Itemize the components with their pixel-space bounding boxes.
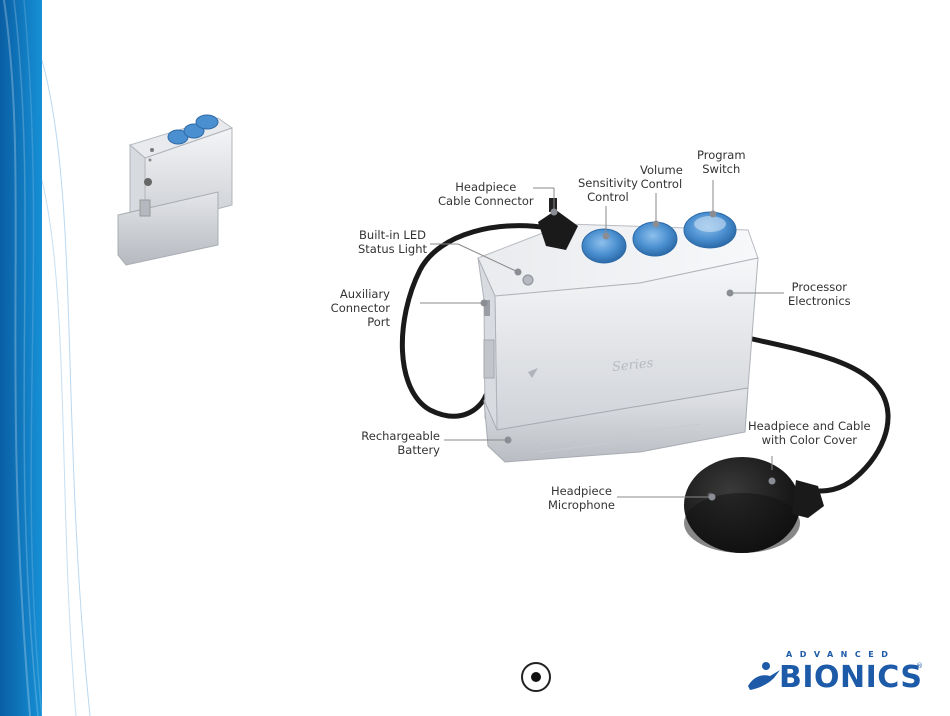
callout-headpiece-cable-cover: Headpiece and Cable with Color Cover (748, 419, 871, 447)
logo-main-text: BIONICS (779, 660, 922, 695)
callout-processor-electronics: Processor Electronics (788, 280, 851, 308)
callout-sensitivity-control: Sensitivity Control (578, 176, 638, 204)
callout-program-switch: Program Switch (697, 148, 746, 176)
callout-headpiece-microphone: Headpiece Microphone (548, 484, 615, 512)
callout-volume-control: Volume Control (640, 163, 683, 191)
logo-trademark: ® (916, 662, 923, 670)
slide-nav-button[interactable] (521, 662, 551, 692)
callout-headpiece-cable-connector: Headpiece Cable Connector (438, 180, 534, 208)
advanced-bionics-logo: ADVANCED BIONICS ® (744, 650, 924, 696)
callout-builtin-led: Built-in LED Status Light (358, 228, 427, 256)
logo-top-text: ADVANCED (786, 650, 895, 659)
callout-auxiliary-port: Auxiliary Connector Port (330, 287, 390, 329)
record-dot-icon (531, 672, 541, 682)
runner-icon (744, 656, 784, 696)
callout-rechargeable-battery: Rechargeable Battery (360, 429, 440, 457)
